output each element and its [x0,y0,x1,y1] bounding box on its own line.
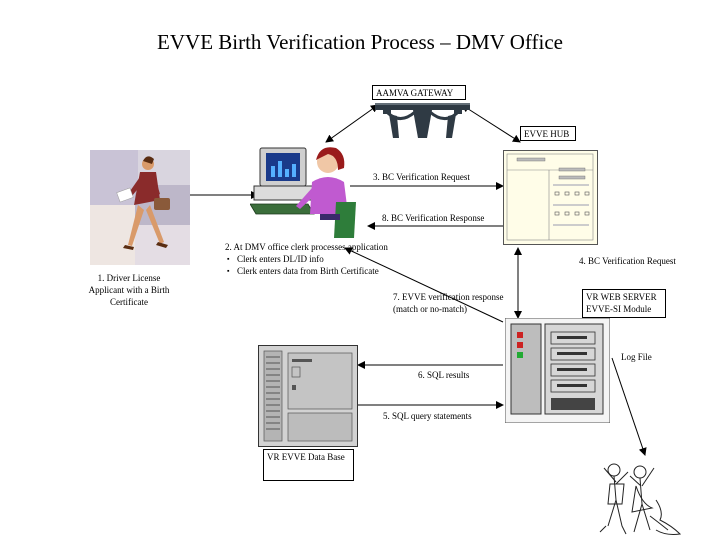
gateway-clerk-arrow [325,104,379,143]
clerk-step-heading: 2. At DMV office clerk processes applica… [225,242,388,252]
clerk-step-bullet: Clerk enters DL/ID info [225,253,388,265]
server-label: VR WEB SERVER EVVE-SI Module [582,289,666,318]
hub-server-icon [503,150,598,245]
server-rack-icon [505,318,610,423]
database-label-text: VR EVVE Data Base [267,452,345,462]
flow-label-response: 8. BC Verification Response [382,213,485,223]
applicant-label: 1. Driver License Applicant with a Birth… [88,273,170,307]
flow-label-evve-response-text: 7. EVVE verification response (match or … [393,292,504,314]
clerk-step-bullet: Clerk enters data from Birth Certificate [225,265,388,277]
database-label: VR EVVE Data Base [263,449,354,481]
clerk-step: 2. At DMV office clerk processes applica… [225,241,388,277]
page-title: EVVE Birth Verification Process – DMV Of… [157,30,563,54]
hub-label: EVVE HUB [520,126,576,141]
log-file-label: Log File [621,352,652,362]
flow-label-request: 3. BC Verification Request [373,172,470,182]
celebrating-people-icon [599,463,682,535]
gateway-label: AAMVA GATEWAY [372,85,466,100]
database-computer-icon [258,345,358,447]
log-file-arrow [611,357,647,456]
bridge-icon [375,103,470,138]
gateway-hub-arrow [461,104,521,143]
flow-label-hub-request: 4. BC Verification Request [579,256,676,266]
walking-woman-icon [90,150,190,265]
flow-label-sql-results: 6. SQL results [418,370,470,380]
clerk-computer-icon [250,147,356,238]
flow-label-sql-query: 5. SQL query statements [383,411,472,421]
flow-label-evve-response: 7. EVVE verification response (match or … [393,291,525,315]
server-label-text: VR WEB SERVER EVVE-SI Module [586,292,657,314]
